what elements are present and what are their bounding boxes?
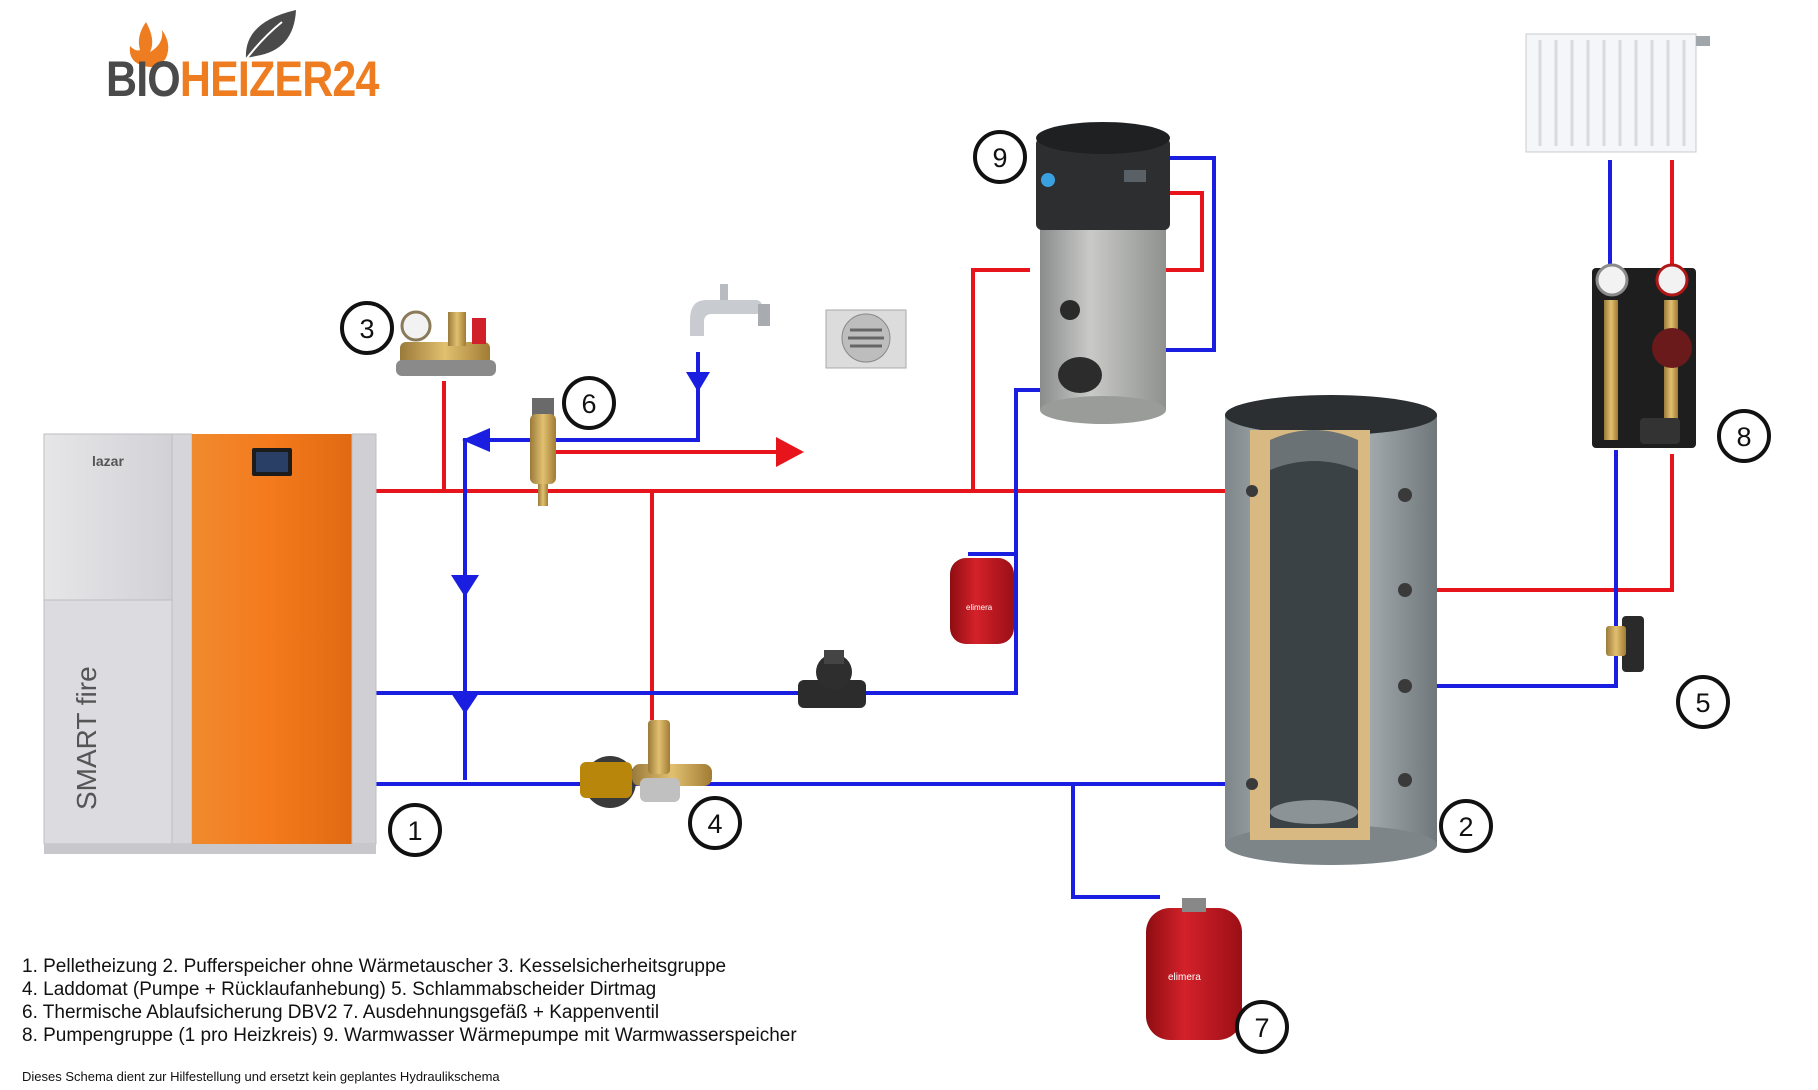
floor-drain — [825, 309, 907, 369]
expansion-vessel-small: elimera — [950, 558, 1014, 644]
thermal-discharge-valve — [530, 398, 556, 506]
middle-return-pipe — [376, 552, 1018, 695]
label-3: 3 — [340, 301, 394, 355]
heatpump-coil-cold-pipe — [1160, 156, 1216, 352]
radiator — [1525, 33, 1710, 153]
legend-line-4: 8. Pumpengruppe (1 pro Heizkreis) 9. War… — [22, 1025, 797, 1046]
label-1: 1 — [388, 803, 442, 857]
heatpump-coil-hot-pipe — [1166, 191, 1204, 272]
label-9: 9 — [973, 130, 1027, 184]
label-6-text: 6 — [581, 389, 596, 419]
flow-arrows — [451, 372, 804, 714]
logo-part-bio: BIO — [106, 51, 181, 107]
circulation-pump-middle — [798, 650, 866, 708]
label-4: 4 — [688, 796, 742, 850]
dirt-separator — [1606, 616, 1644, 672]
hot-drain-arrow-right — [776, 437, 804, 467]
legend-line-1: 1. Pelletheizung 2. Pufferspeicher ohne … — [22, 956, 727, 977]
label-2-text: 2 — [1458, 812, 1473, 842]
heating-circuit-supply-pipe — [1405, 454, 1674, 592]
legend: 1. Pelletheizung 2. Pufferspeicher ohne … — [22, 955, 797, 1047]
flame-icon — [129, 22, 169, 67]
label-3-text: 3 — [359, 314, 374, 344]
pump-group — [1592, 263, 1696, 448]
expansion-vessel-large: elimera — [1146, 898, 1242, 1040]
legend-line-3: 6. Thermische Ablaufsicherung DBV2 7. Au… — [22, 1002, 660, 1023]
cold-inlet-arrow-down — [686, 372, 710, 392]
heating-circuit-return-pipe — [1405, 450, 1618, 688]
heatpump-cold-pipe — [1014, 388, 1040, 554]
pipe-network — [376, 156, 1674, 899]
buffer-tank — [1225, 395, 1437, 865]
label-8: 8 — [1717, 409, 1771, 463]
bioheizer24-logo: BIOHEIZER24 — [106, 50, 379, 108]
heatpump-hot-pipe — [971, 268, 1030, 491]
label-1-text: 1 — [407, 816, 422, 846]
leaf-icon — [243, 10, 296, 63]
label-5-text: 5 — [1695, 688, 1710, 718]
label-6: 6 — [562, 376, 616, 430]
water-tap — [690, 284, 770, 336]
number-labels: 1 2 3 4 5 6 7 8 — [340, 130, 1771, 1054]
cold-arrow-down-1 — [451, 575, 479, 597]
logo-part-heizer: HEIZER24 — [179, 51, 379, 107]
laddomat-unit — [580, 720, 712, 808]
vessel-brand-large: elimera — [1168, 972, 1201, 983]
heat-pump-water-heater — [1036, 122, 1170, 424]
pellet-boiler: lazar SMART fire — [43, 433, 377, 854]
cold-arrow-left — [462, 428, 490, 452]
boiler-model: SMART fire — [71, 666, 102, 810]
label-9-text: 9 — [992, 143, 1007, 173]
label-7-text: 7 — [1254, 1013, 1269, 1043]
boiler-brand: lazar — [92, 453, 124, 469]
expansion-vessel-pipe — [1071, 784, 1160, 899]
vessel-brand-small: elimera — [966, 603, 993, 612]
disclaimer: Dieses Schema dient zur Hilfestellung un… — [22, 1069, 500, 1084]
boiler-safety-group — [396, 310, 496, 376]
label-8-text: 8 — [1736, 422, 1751, 452]
label-7: 7 — [1235, 1000, 1289, 1054]
cold-arrow-down-2 — [451, 693, 479, 714]
label-4-text: 4 — [707, 809, 722, 839]
label-5: 5 — [1676, 675, 1730, 729]
label-2: 2 — [1439, 799, 1493, 853]
cold-water-inlet-pipe — [463, 352, 700, 780]
legend-line-2: 4. Laddomat (Pumpe + Rücklaufanhebung) 5… — [22, 979, 657, 1000]
